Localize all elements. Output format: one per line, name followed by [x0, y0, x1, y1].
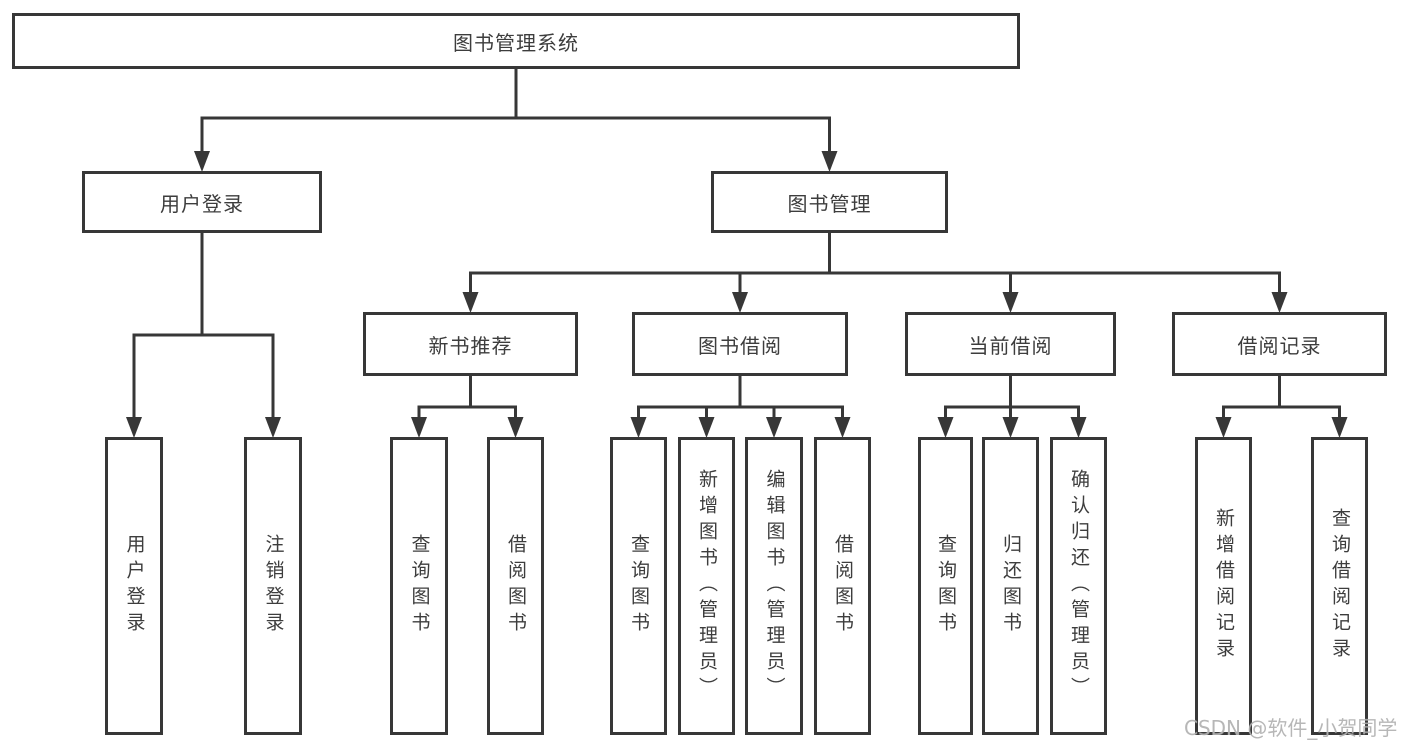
arrowhead-ul_login — [126, 417, 142, 438]
node-label-current_borrow: 当前借阅 — [968, 333, 1053, 358]
node-br_add: 新增借阅记录 — [1195, 437, 1252, 735]
node-label-bb_borrow: 借阅图书 — [832, 534, 854, 638]
node-label-book_borrow: 图书借阅 — [698, 333, 782, 358]
arrowhead-cb_return — [1002, 417, 1019, 438]
arrowhead-br_query — [1331, 417, 1348, 438]
watermark-text: CSDN @软件_小贺同学 — [1184, 716, 1398, 740]
node-label-bb_edit: 编辑图书（管理员） — [763, 469, 786, 703]
node-label-nb_query: 查询图书 — [408, 534, 431, 638]
node-label-user_login: 用户登录 — [160, 191, 244, 216]
arrowhead-br_add — [1215, 417, 1232, 438]
node-bb_query: 查询图书 — [610, 437, 667, 735]
arrowhead-current_borrow — [1002, 292, 1019, 313]
node-label-ul_logout: 注销登录 — [262, 534, 285, 638]
node-label-cb_return: 归还图书 — [1000, 534, 1022, 638]
node-book_borrow: 图书借阅 — [632, 312, 848, 376]
node-borrow_record: 借阅记录 — [1172, 312, 1387, 376]
arrowhead-bb_edit — [766, 417, 782, 438]
arrowhead-nb_query — [411, 417, 427, 438]
node-label-br_query: 查询借阅记录 — [1329, 508, 1351, 664]
node-label-new_book_rec: 新书推荐 — [428, 333, 513, 358]
node-user_login: 用户登录 — [82, 171, 322, 233]
node-new_book_rec: 新书推荐 — [363, 312, 578, 376]
node-label-cb_confirm: 确认归还（管理员） — [1068, 469, 1090, 703]
node-label-bb_query: 查询图书 — [628, 534, 650, 638]
node-book_mgmt: 图书管理 — [711, 171, 948, 233]
arrowhead-bb_add — [698, 417, 715, 438]
node-label-bb_add: 新增图书（管理员） — [696, 469, 718, 703]
node-cb_confirm: 确认归还（管理员） — [1050, 437, 1107, 735]
arrowhead-book_borrow — [732, 292, 748, 313]
node-label-root: 图书管理系统 — [453, 30, 579, 55]
node-bb_edit: 编辑图书（管理员） — [745, 437, 803, 735]
node-bb_borrow: 借阅图书 — [814, 437, 871, 735]
node-label-br_add: 新增借阅记录 — [1213, 508, 1235, 664]
node-current_borrow: 当前借阅 — [905, 312, 1116, 376]
node-root: 图书管理系统 — [12, 13, 1020, 69]
node-label-ul_login: 用户登录 — [123, 534, 146, 638]
node-bb_add: 新增图书（管理员） — [678, 437, 735, 735]
arrowhead-bb_query — [630, 417, 647, 438]
node-label-cb_query: 查询图书 — [935, 534, 957, 638]
node-ul_login: 用户登录 — [105, 437, 163, 735]
node-label-borrow_record: 借阅记录 — [1237, 333, 1322, 358]
node-cb_return: 归还图书 — [982, 437, 1039, 735]
node-label-book_mgmt: 图书管理 — [787, 191, 872, 216]
node-nb_borrow: 借阅图书 — [487, 437, 544, 735]
arrowhead-new_book_rec — [462, 292, 479, 313]
arrowhead-user_login — [194, 151, 210, 172]
arrowhead-borrow_record — [1271, 292, 1288, 313]
arrowhead-bb_borrow — [834, 417, 851, 438]
node-nb_query: 查询图书 — [390, 437, 448, 735]
arrowhead-cb_query — [937, 417, 954, 438]
arrowhead-cb_confirm — [1070, 417, 1087, 438]
node-label-nb_borrow: 借阅图书 — [505, 534, 527, 638]
node-cb_query: 查询图书 — [918, 437, 973, 735]
arrowhead-ul_logout — [265, 417, 281, 438]
node-ul_logout: 注销登录 — [244, 437, 302, 735]
node-br_query: 查询借阅记录 — [1311, 437, 1368, 735]
arrowhead-book_mgmt — [821, 151, 838, 172]
arrowhead-nb_borrow — [507, 417, 524, 438]
